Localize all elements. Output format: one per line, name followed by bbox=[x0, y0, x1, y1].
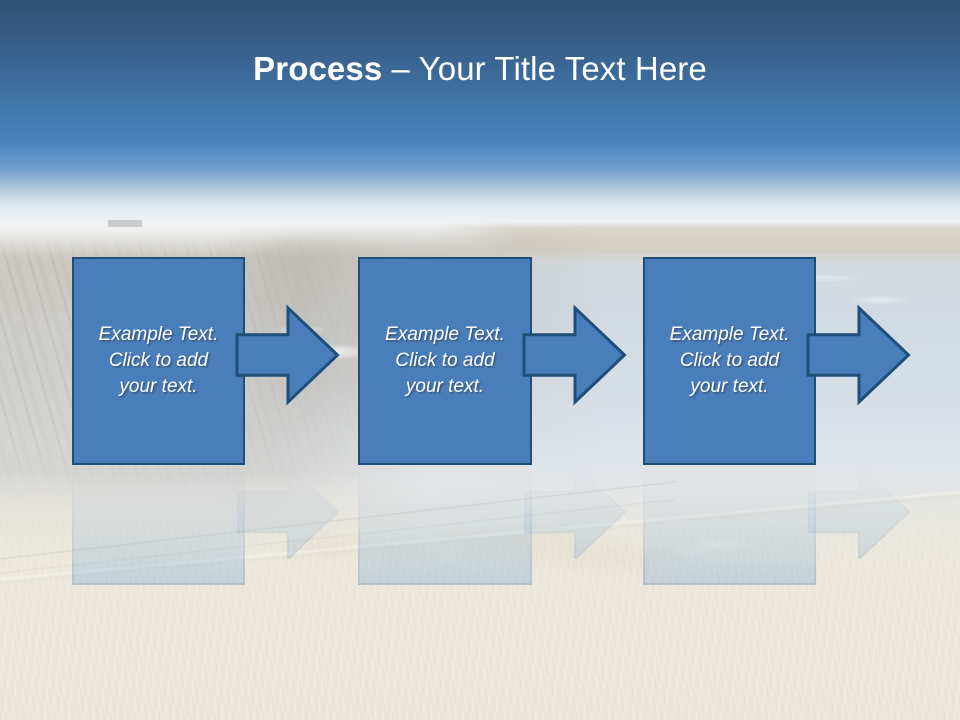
page-title-emphasis: Process bbox=[253, 50, 383, 87]
page-title-rest: – Your Title Text Here bbox=[382, 50, 707, 87]
process-arrow-1[interactable] bbox=[235, 304, 340, 406]
process-arrow-2[interactable] bbox=[522, 304, 627, 406]
process-arrow-3[interactable] bbox=[806, 304, 911, 406]
page-title: Process – Your Title Text Here bbox=[0, 48, 960, 90]
